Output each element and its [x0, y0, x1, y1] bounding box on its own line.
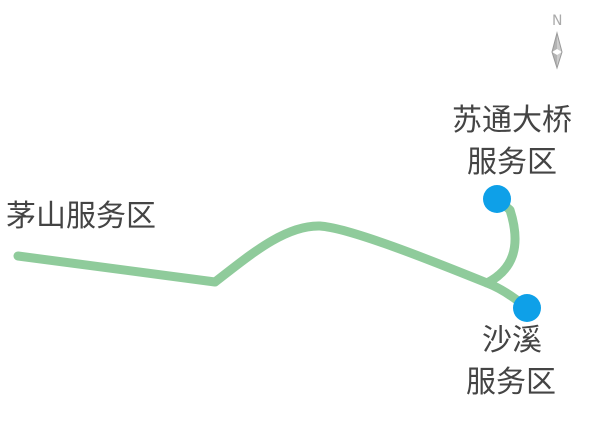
shaxi-marker[interactable] [513, 294, 541, 322]
north-arrow-icon [551, 31, 563, 70]
shaxi-label-line2: 服务区 [466, 365, 556, 400]
sutong-bridge-label-line2: 服务区 [467, 145, 557, 180]
sutong-bridge-label-line1: 苏通大桥 [452, 103, 572, 138]
north-label: N [552, 13, 562, 29]
compass: N [551, 13, 563, 70]
route-line [13, 221, 532, 313]
maoshan-label: 茅山服务区 [6, 199, 156, 234]
shaxi-label-line1: 沙溪 [482, 323, 542, 358]
route-branch-line [482, 194, 520, 288]
sutong-bridge-marker[interactable] [483, 185, 511, 213]
